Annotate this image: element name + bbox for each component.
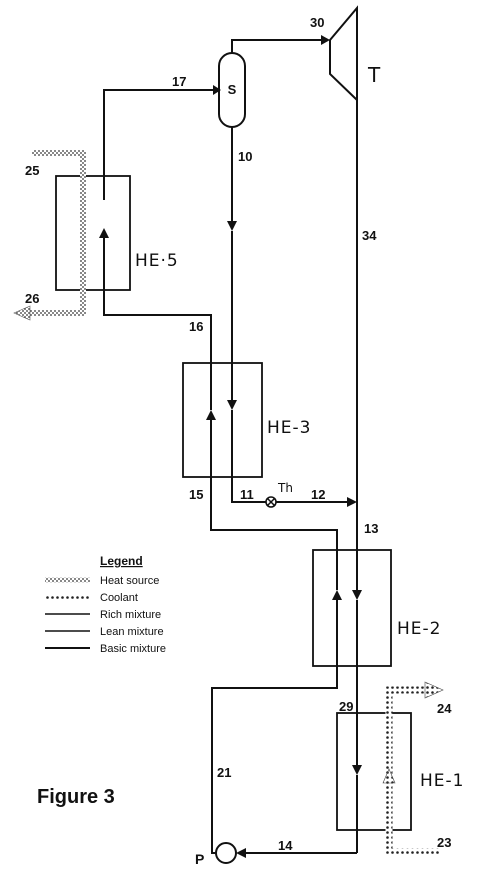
legend-title: Legend [100,554,143,568]
coolant-stream [30,150,86,316]
label-11: 11 [240,487,254,502]
turbine-label: T [367,63,381,87]
stream-16-line [103,238,212,363]
label-26: 26 [25,291,39,306]
arrow-14 [236,848,246,858]
arrow-he5-up [99,228,109,238]
separator-label: S [228,82,237,97]
pump-label: P [195,851,204,867]
legend-item-coolant: Coolant [100,592,138,604]
throttle-valve-icon [265,496,277,508]
label-24: 24 [437,701,452,716]
heat-source-arrow [424,681,444,699]
label-14: 14 [278,838,293,853]
he3-label: HE-3 [267,418,311,438]
arrow-12 [347,497,357,507]
stream-30-line [231,39,322,53]
label-15: 15 [189,487,203,502]
he2-box [312,549,392,667]
he5-box [55,175,131,291]
legend: Legend Heat source Coolant Rich mixture … [45,554,166,655]
label-10: 10 [238,149,252,164]
legend-item-heat-source: Heat source [100,575,159,587]
stream-17-line [103,89,213,200]
stream-11-line [231,477,266,503]
label-17: 17 [172,74,186,89]
label-34: 34 [362,228,377,243]
arrow-30 [321,35,330,45]
label-25: 25 [25,163,39,178]
label-23: 23 [437,835,451,850]
arrow-he2-up [332,590,342,600]
coolant-arrow [13,305,31,321]
he1-box [336,712,412,831]
stream-15-line [210,420,338,550]
label-21: 21 [217,765,231,780]
arrow-he2-down [352,590,362,600]
throttle-label: Th [277,481,293,495]
legend-item-rich: Rich mixture [100,609,161,621]
label-12: 12 [311,487,325,502]
arrow-17 [213,85,221,95]
label-29: 29 [339,699,353,714]
he1-label: HE-1 [420,771,464,791]
turbine-shape [329,5,358,103]
legend-item-lean: Lean mixture [100,626,164,638]
figure-label: Figure 3 [37,786,115,808]
label-16: 16 [189,319,203,334]
he5-label: HE·5 [135,251,179,271]
heat-source-arrow-he1 [382,768,396,784]
label-13: 13 [364,521,378,536]
label-30: 30 [310,15,324,30]
pump-symbol [215,842,237,864]
he2-label: HE-2 [397,619,441,639]
arrow-10 [227,221,237,231]
he3-box [182,362,263,478]
stream-21-line [211,600,338,854]
arrow-he1-down [352,765,362,775]
legend-item-basic: Basic mixture [100,643,166,655]
arrow-he3-up [206,410,216,420]
arrow-he3-down [227,400,237,410]
